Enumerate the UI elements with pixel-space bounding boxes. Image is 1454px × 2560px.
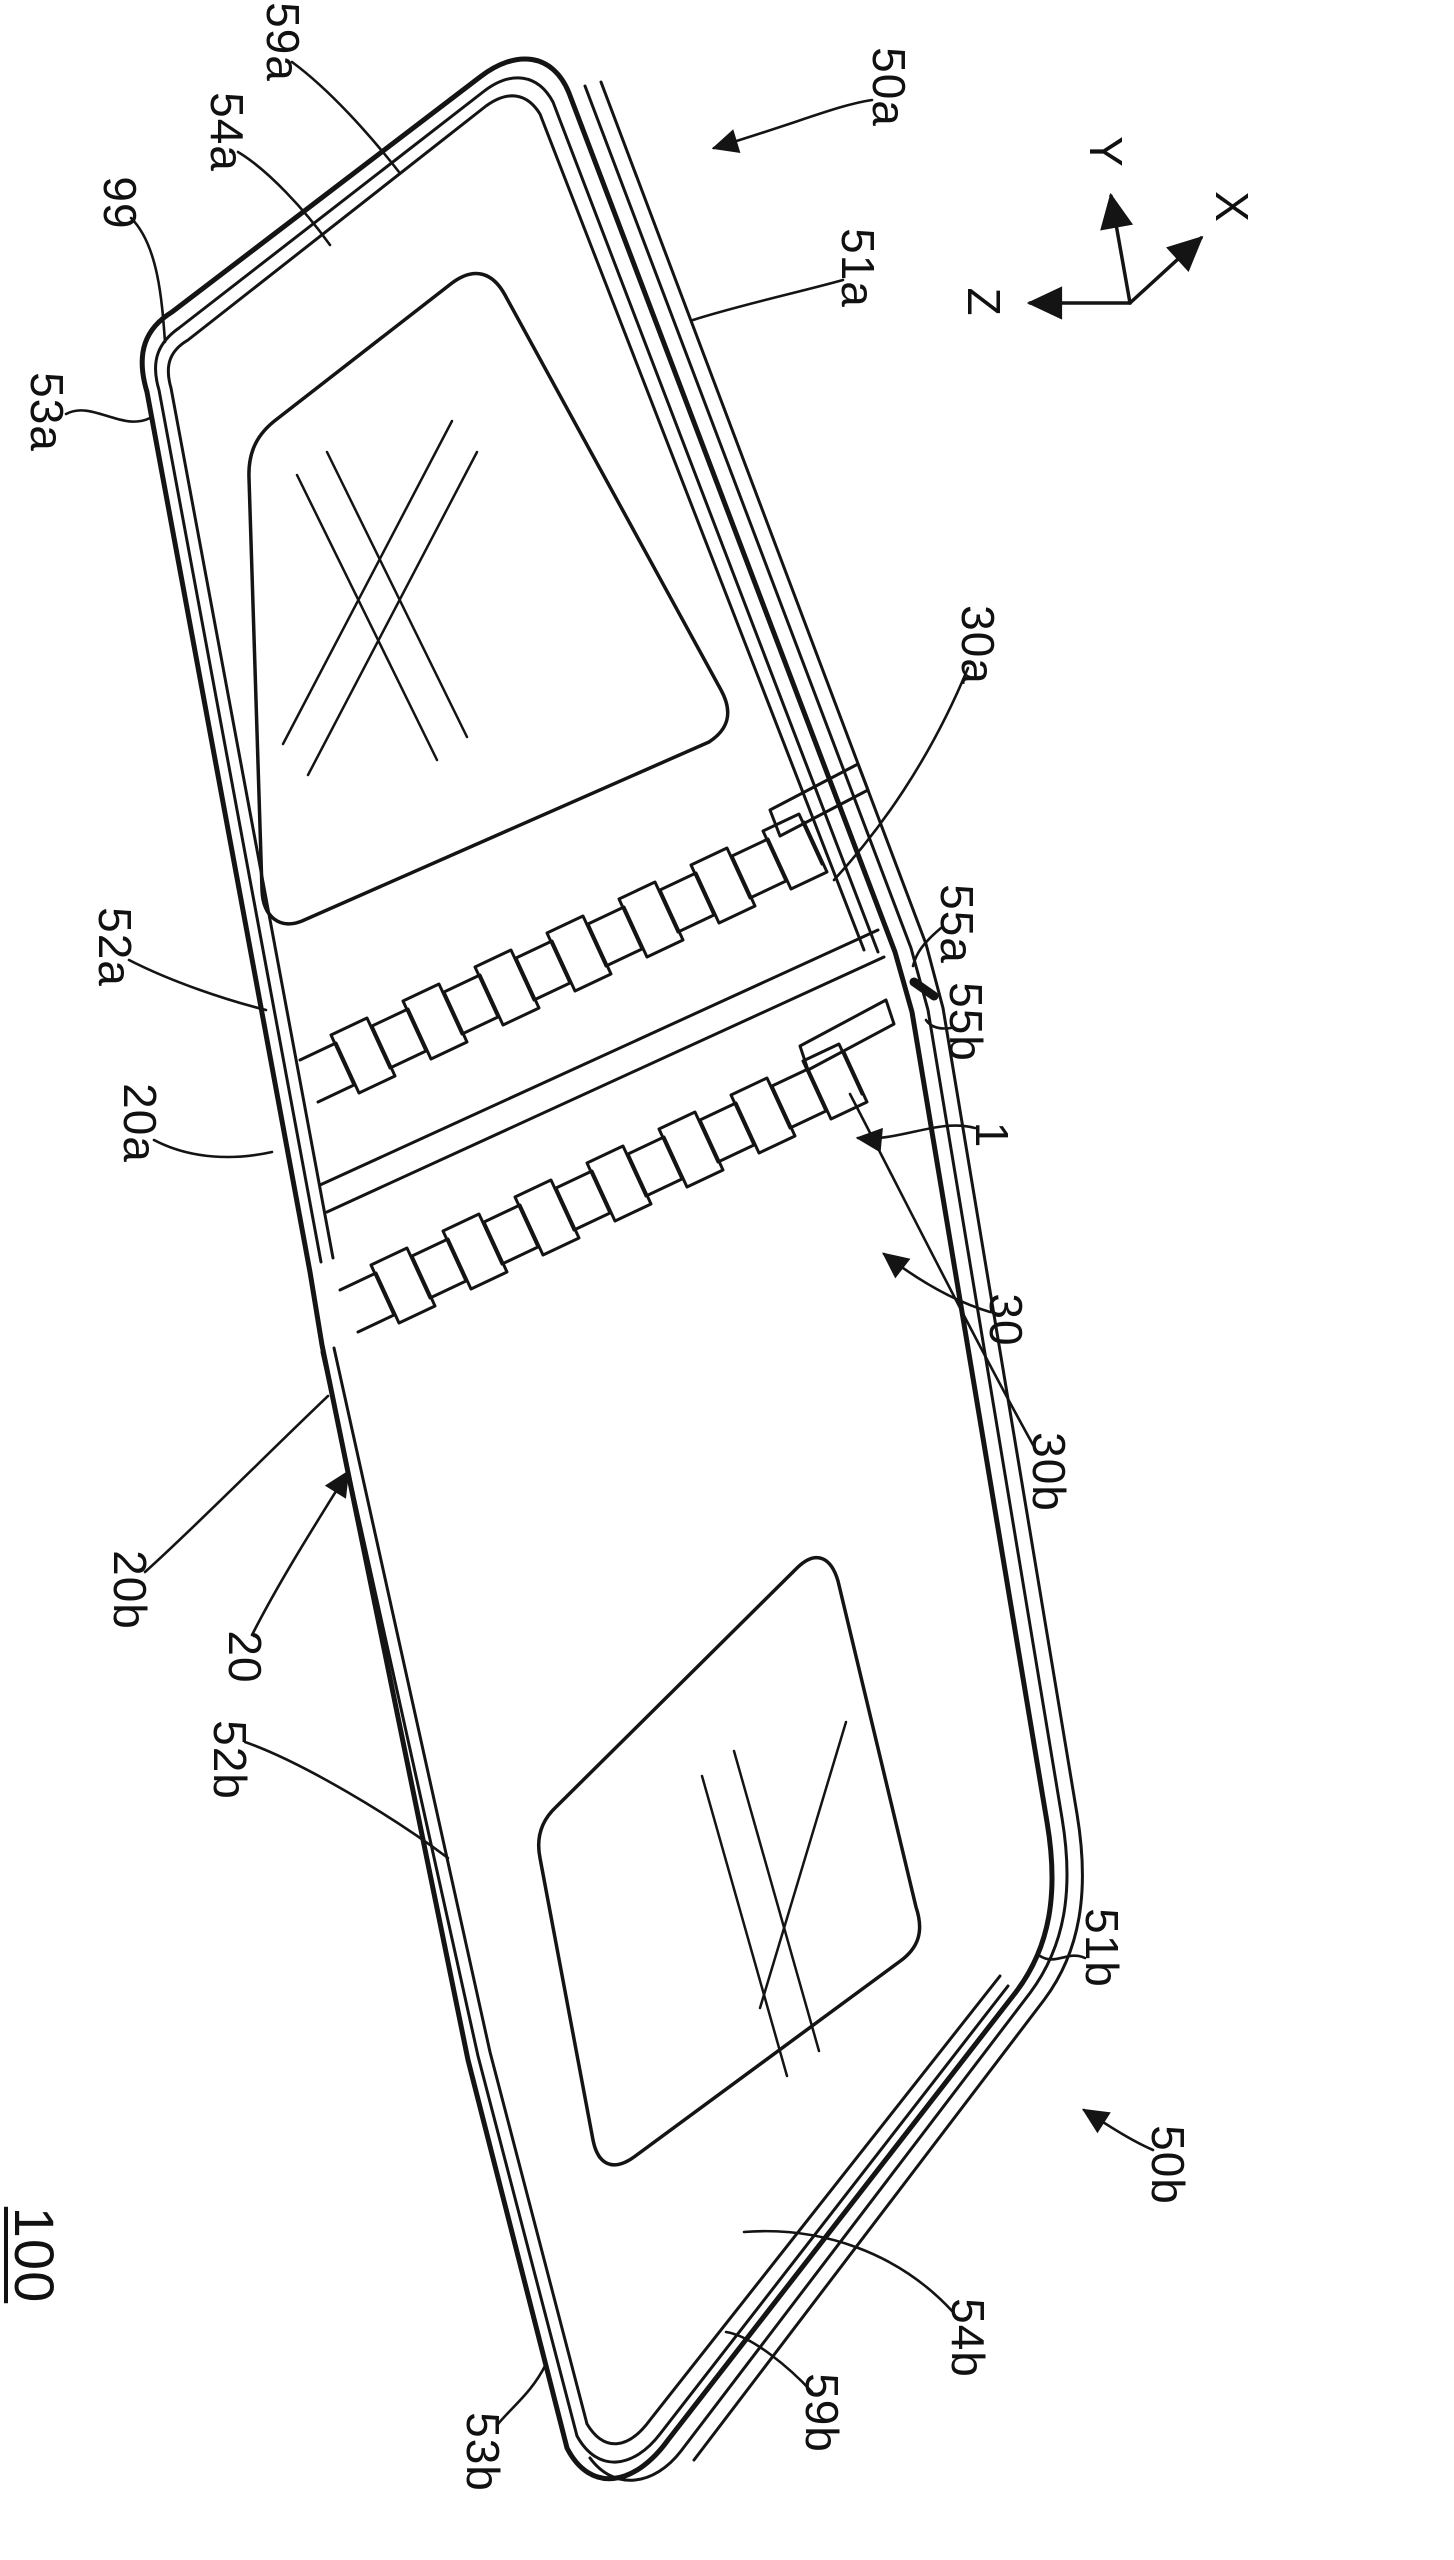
hinge-spine-line-1	[318, 928, 880, 1187]
ref-label-50a: 50a	[863, 47, 915, 127]
ref-label-50b: 50b	[1142, 2125, 1194, 2205]
leader-30b	[848, 1092, 1039, 1454]
ref-label-53b: 53b	[457, 2412, 509, 2492]
hinge-spine-line-2	[325, 955, 886, 1214]
leader-55b	[924, 1018, 953, 1030]
bottom-cover-seam-line-1	[320, 1350, 1010, 2464]
ref-label-59a: 59a	[257, 2, 309, 82]
upper-display-outline	[247, 271, 730, 926]
leader-1	[855, 1124, 977, 1153]
leader-99	[129, 216, 167, 344]
z-axis-label: Z	[958, 287, 1010, 317]
hinge-plate-30a	[768, 762, 870, 838]
leader-50a	[711, 98, 874, 153]
ref-label-54a: 54a	[201, 92, 253, 172]
side-seam-notch	[909, 977, 939, 1001]
lower-display-glare-lines	[700, 1720, 848, 2078]
ref-label-99: 99	[94, 176, 146, 230]
y-axis-label: Y	[1080, 136, 1132, 168]
display-areas	[247, 271, 922, 2167]
hinge-plate-30b	[798, 998, 896, 1072]
ref-label-52a: 52a	[89, 907, 141, 987]
ref-label-53a: 53a	[21, 372, 73, 452]
bottom-cover-seam-line-2	[332, 1346, 1002, 2446]
ref-label-52b: 52b	[204, 1720, 256, 1800]
ref-label-30: 30	[980, 1293, 1032, 1347]
ref-label-30a: 30a	[952, 605, 1004, 685]
upper-comb-row-b	[316, 812, 824, 1104]
x-axis-arrow	[1128, 235, 1204, 305]
leader-54a	[236, 150, 332, 247]
ref-label-54b: 54b	[942, 2298, 994, 2378]
upper-display-glare-lines	[281, 419, 479, 777]
ref-label-55a: 55a	[931, 884, 983, 964]
leader-50b	[1081, 2108, 1155, 2152]
leader-59a	[290, 60, 401, 174]
case-outline	[139, 56, 1055, 2482]
y-axis-arrow	[1100, 192, 1134, 305]
leader-51a	[691, 278, 845, 322]
leader-55a	[911, 926, 943, 968]
figure-number: 100	[3, 2206, 66, 2304]
leader-20b	[143, 1394, 330, 1574]
leader-52b	[243, 1740, 450, 1860]
ref-label-51a: 51a	[832, 228, 884, 308]
hinge-assembly	[298, 762, 896, 1334]
ref-label-1: 1	[966, 1121, 1018, 1149]
leader-20	[250, 1469, 350, 1637]
ref-label-55b: 55b	[940, 982, 992, 1062]
ref-label-20: 20	[219, 1630, 271, 1684]
leader-53b	[496, 2362, 548, 2426]
side-wall-line-outer	[583, 84, 1069, 2482]
leader-20a	[152, 1138, 274, 1159]
leader-51b	[1038, 1954, 1087, 1961]
lower-comb-row-b	[356, 1042, 864, 1334]
coordinate-axes	[1026, 192, 1204, 320]
ref-label-51b: 51b	[1076, 1908, 1128, 1988]
ref-label-30b: 30b	[1023, 1432, 1075, 1512]
leader-53a	[64, 409, 152, 423]
leader-30a	[832, 666, 970, 882]
ref-label-20a: 20a	[114, 1083, 166, 1163]
leader-59b	[724, 2330, 814, 2394]
device-housing	[139, 56, 1084, 2482]
leader-lines	[64, 60, 1155, 2426]
ref-label-20b: 20b	[104, 1550, 156, 1630]
lower-comb-row-a	[338, 1050, 869, 1325]
top-cover-seam-line-2	[166, 94, 866, 1260]
lower-display-outline	[536, 1555, 922, 2167]
upper-comb-row-a	[298, 820, 829, 1095]
x-axis-label: X	[1206, 191, 1258, 223]
side-wall-line-bottom	[599, 80, 1084, 2462]
ref-label-59b: 59b	[796, 2373, 848, 2453]
leader-30	[882, 1252, 992, 1314]
leader-52a	[127, 958, 268, 1012]
leader-54b	[742, 2229, 955, 2314]
top-cover-seam-line-1	[154, 76, 880, 1264]
